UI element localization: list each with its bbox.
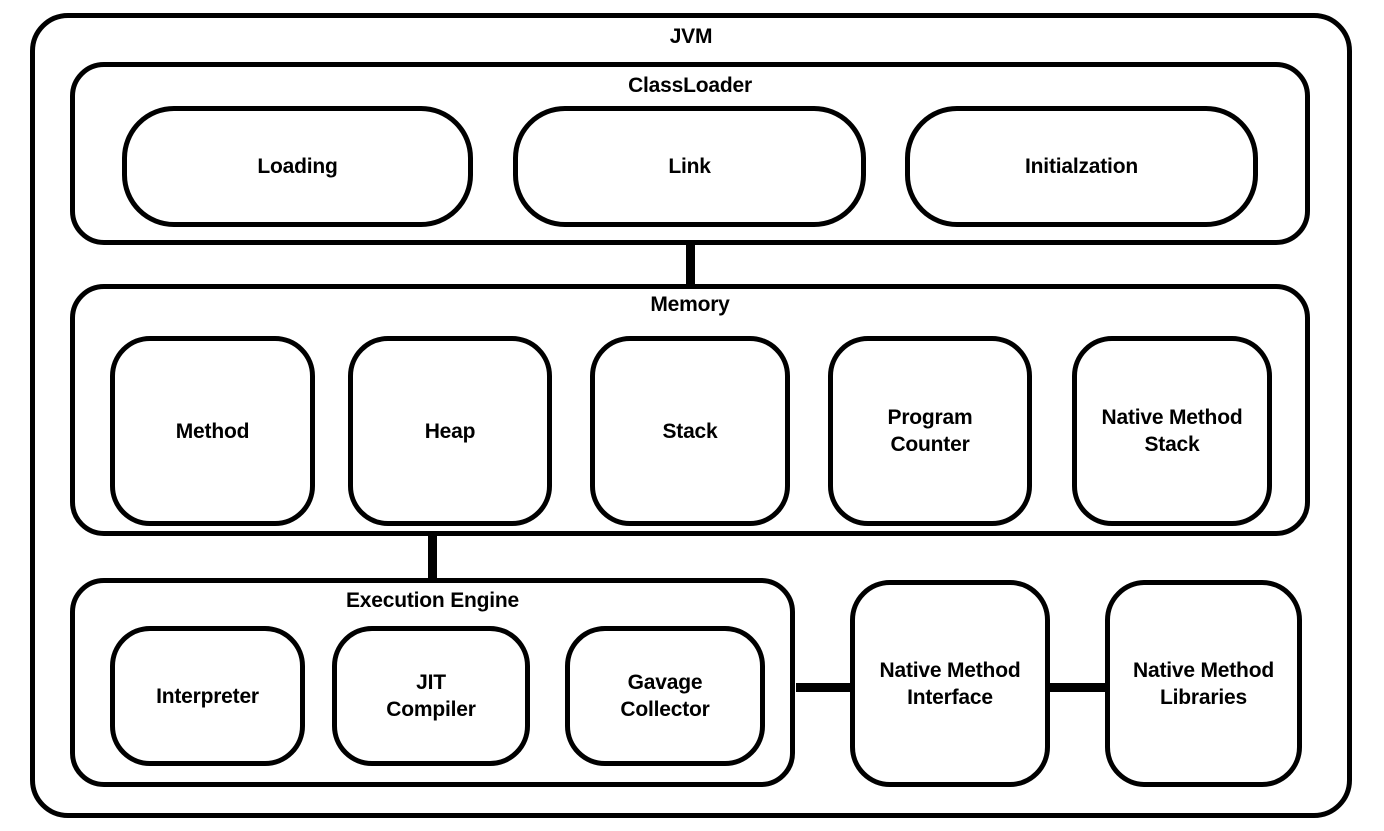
classloader-title: ClassLoader xyxy=(628,74,752,97)
connector-memory-to-execution-engine xyxy=(428,534,437,582)
node-initialization[interactable]: Initialzation xyxy=(905,106,1258,227)
node-link[interactable]: Link xyxy=(513,106,866,227)
node-loading[interactable]: Loading xyxy=(122,106,473,227)
execution-engine-title: Execution Engine xyxy=(346,589,519,612)
node-heap[interactable]: Heap xyxy=(348,336,552,526)
connector-execution-engine-to-native-method-interface xyxy=(796,683,854,692)
node-method-area[interactable]: Method xyxy=(110,336,315,526)
memory-title: Memory xyxy=(650,293,730,316)
node-interpreter[interactable]: Interpreter xyxy=(110,626,305,766)
connector-native-method-interface-to-libraries xyxy=(1046,683,1109,692)
node-stack[interactable]: Stack xyxy=(590,336,790,526)
connector-classloader-to-memory xyxy=(686,243,695,288)
jvm-title: JVM xyxy=(669,25,713,48)
